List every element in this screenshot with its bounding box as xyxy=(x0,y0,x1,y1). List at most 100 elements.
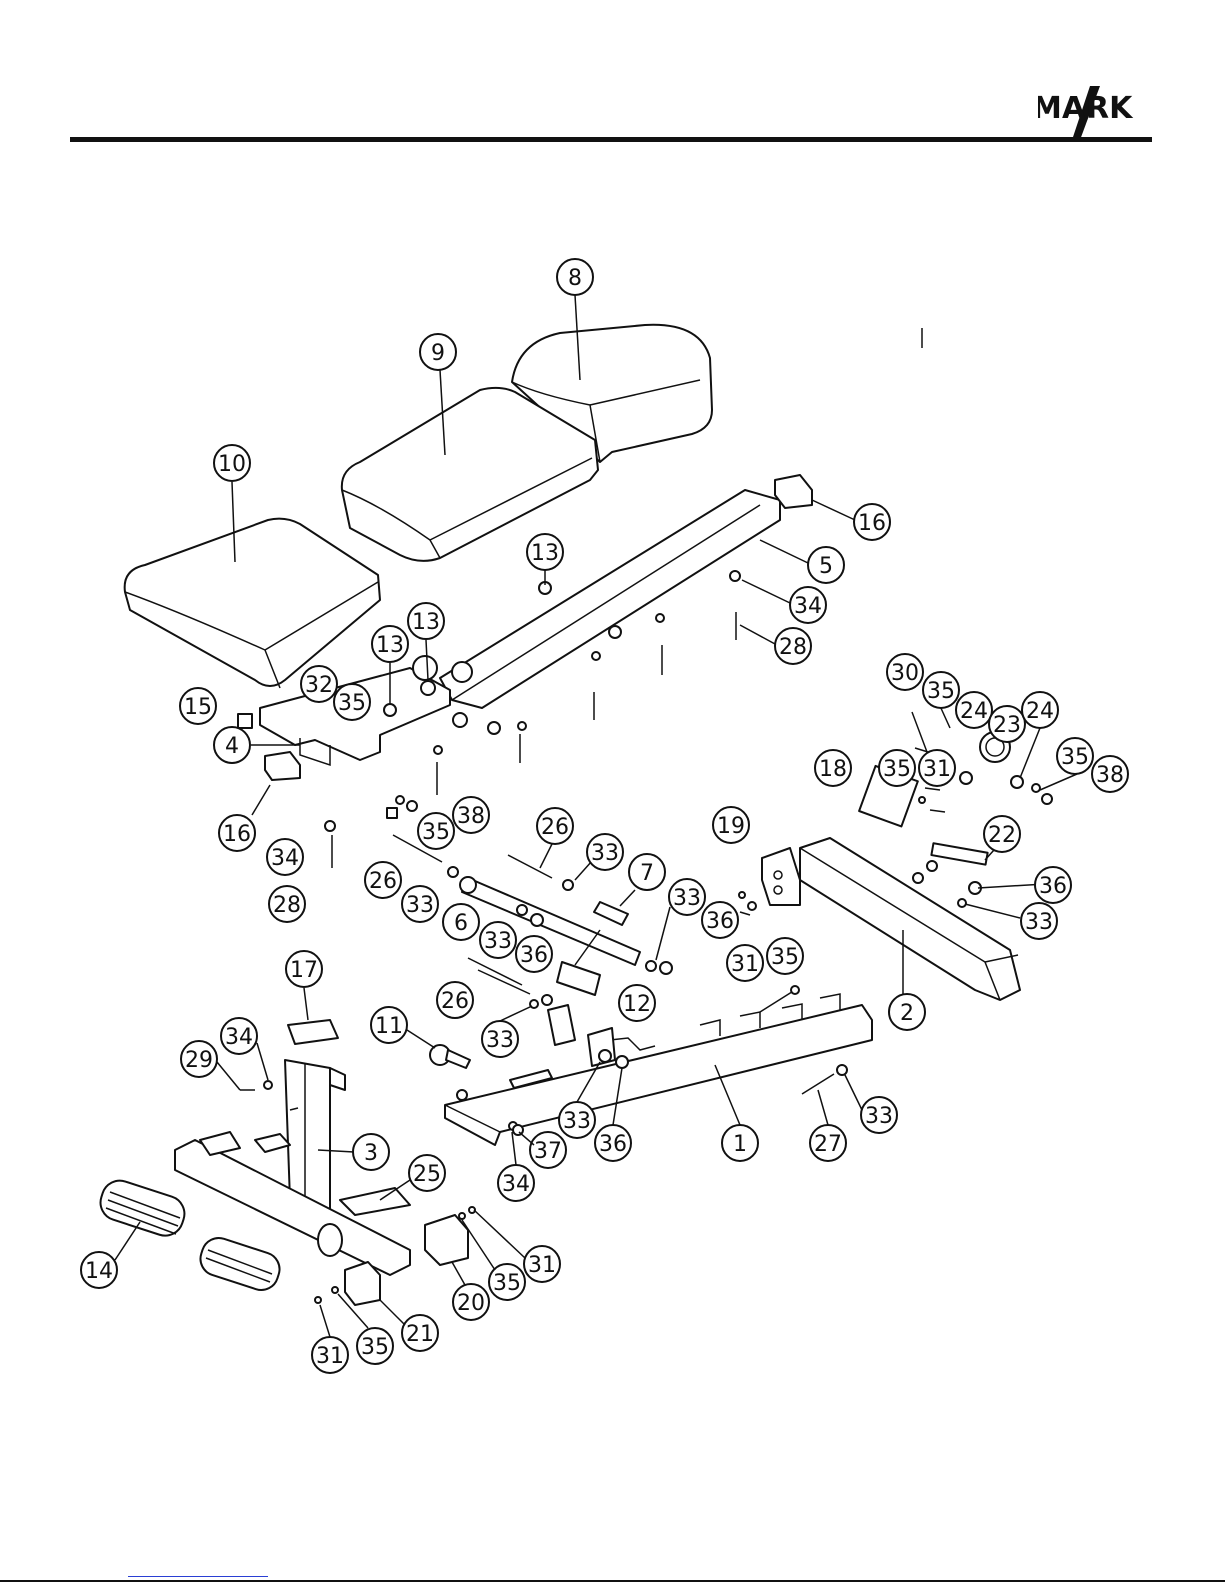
svg-text:36: 36 xyxy=(599,1132,627,1157)
callout-31-d: 31 xyxy=(312,1337,348,1373)
svg-text:28: 28 xyxy=(273,893,301,918)
svg-text:31: 31 xyxy=(316,1344,344,1369)
end-cap-16-top xyxy=(775,475,812,508)
callout-31-a: 31 xyxy=(919,750,955,786)
svg-text:8: 8 xyxy=(568,266,582,291)
svg-text:34: 34 xyxy=(502,1172,530,1197)
callout-33-a: 33 xyxy=(587,834,623,870)
callout-36-b: 36 xyxy=(516,936,552,972)
callout-16-left: 16 xyxy=(219,815,255,851)
callout-16-top: 16 xyxy=(854,504,890,540)
svg-text:35: 35 xyxy=(493,1271,521,1296)
foam-roller-14-left xyxy=(96,1176,189,1240)
svg-text:13: 13 xyxy=(376,633,404,658)
callout-21: 21 xyxy=(402,1315,438,1351)
svg-text:24: 24 xyxy=(960,699,988,724)
callout-35-a: 35 xyxy=(334,684,370,720)
svg-text:35: 35 xyxy=(771,945,799,970)
svg-text:13: 13 xyxy=(531,541,559,566)
callout-28-b: 28 xyxy=(269,886,305,922)
svg-text:30: 30 xyxy=(891,661,919,686)
svg-text:35: 35 xyxy=(883,757,911,782)
linkage xyxy=(393,835,672,1008)
callout-13-b: 13 xyxy=(408,603,444,639)
callout-38-b: 38 xyxy=(453,797,489,833)
callout-34-d: 34 xyxy=(498,1165,534,1201)
svg-text:20: 20 xyxy=(457,1291,485,1316)
svg-text:33: 33 xyxy=(406,893,434,918)
svg-text:29: 29 xyxy=(185,1048,213,1073)
svg-text:4: 4 xyxy=(225,734,239,759)
callout-12: 12 xyxy=(619,985,655,1021)
callout-26-a: 26 xyxy=(537,808,573,844)
callout-24-b: 24 xyxy=(1022,692,1058,728)
callout-33-b: 33 xyxy=(402,886,438,922)
svg-text:27: 27 xyxy=(814,1132,842,1157)
svg-text:21: 21 xyxy=(406,1322,434,1347)
svg-text:26: 26 xyxy=(369,869,397,894)
knob-11 xyxy=(430,1045,470,1068)
callout-33-d: 33 xyxy=(480,922,516,958)
svg-text:25: 25 xyxy=(413,1162,441,1187)
callout-17: 17 xyxy=(286,951,322,987)
end-cap-20 xyxy=(425,1207,475,1265)
callout-32: 32 xyxy=(301,666,337,702)
svg-text:34: 34 xyxy=(794,594,822,619)
svg-text:33: 33 xyxy=(563,1109,591,1134)
svg-text:26: 26 xyxy=(441,989,469,1014)
svg-text:32: 32 xyxy=(305,673,333,698)
callout-11: 11 xyxy=(371,1007,407,1043)
callout-35-d: 35 xyxy=(879,750,915,786)
svg-text:35: 35 xyxy=(361,1335,389,1360)
svg-text:38: 38 xyxy=(1096,763,1124,788)
svg-text:10: 10 xyxy=(218,452,246,477)
callout-22: 22 xyxy=(984,816,1020,852)
svg-text:34: 34 xyxy=(225,1025,253,1050)
callout-34-b: 34 xyxy=(267,839,303,875)
svg-text:31: 31 xyxy=(923,757,951,782)
svg-text:31: 31 xyxy=(731,952,759,977)
svg-text:33: 33 xyxy=(591,841,619,866)
svg-text:38: 38 xyxy=(457,804,485,829)
callout-18: 18 xyxy=(815,750,851,786)
callout-36-a: 36 xyxy=(1035,867,1071,903)
svg-text:33: 33 xyxy=(673,886,701,911)
callout-33-c: 33 xyxy=(669,879,705,915)
svg-text:13: 13 xyxy=(412,610,440,635)
callout-29: 29 xyxy=(181,1041,217,1077)
svg-text:3: 3 xyxy=(364,1141,378,1166)
callout-27: 27 xyxy=(810,1125,846,1161)
svg-text:23: 23 xyxy=(993,713,1021,738)
plug-15 xyxy=(238,714,252,728)
callout-33-e: 33 xyxy=(1021,903,1057,939)
callout-31-b: 31 xyxy=(727,945,763,981)
callout-36-c: 36 xyxy=(702,902,738,938)
end-cap-16-left xyxy=(265,752,300,780)
svg-text:37: 37 xyxy=(534,1139,562,1164)
callout-37: 37 xyxy=(530,1132,566,1168)
callout-4: 4 xyxy=(214,727,250,763)
callout-1: 1 xyxy=(722,1125,758,1161)
svg-text:19: 19 xyxy=(717,814,745,839)
callout-30: 30 xyxy=(887,654,923,690)
main-frame-1 xyxy=(445,986,872,1145)
callout-13-c: 13 xyxy=(372,626,408,662)
callout-9: 9 xyxy=(420,334,456,370)
callout-26-c: 26 xyxy=(437,982,473,1018)
callout-26-b: 26 xyxy=(365,862,401,898)
svg-text:36: 36 xyxy=(706,909,734,934)
pad-10 xyxy=(125,519,380,688)
callout-13-a: 13 xyxy=(527,534,563,570)
svg-text:18: 18 xyxy=(819,757,847,782)
callout-2: 2 xyxy=(889,994,925,1030)
svg-text:15: 15 xyxy=(184,695,212,720)
end-cap-21 xyxy=(315,1262,380,1305)
svg-text:24: 24 xyxy=(1026,699,1054,724)
svg-text:5: 5 xyxy=(819,554,833,579)
svg-text:26: 26 xyxy=(541,815,569,840)
svg-text:1: 1 xyxy=(733,1132,747,1157)
callout-8: 8 xyxy=(557,259,593,295)
callout-33-h: 33 xyxy=(861,1097,897,1133)
callout-33-f: 33 xyxy=(482,1021,518,1057)
